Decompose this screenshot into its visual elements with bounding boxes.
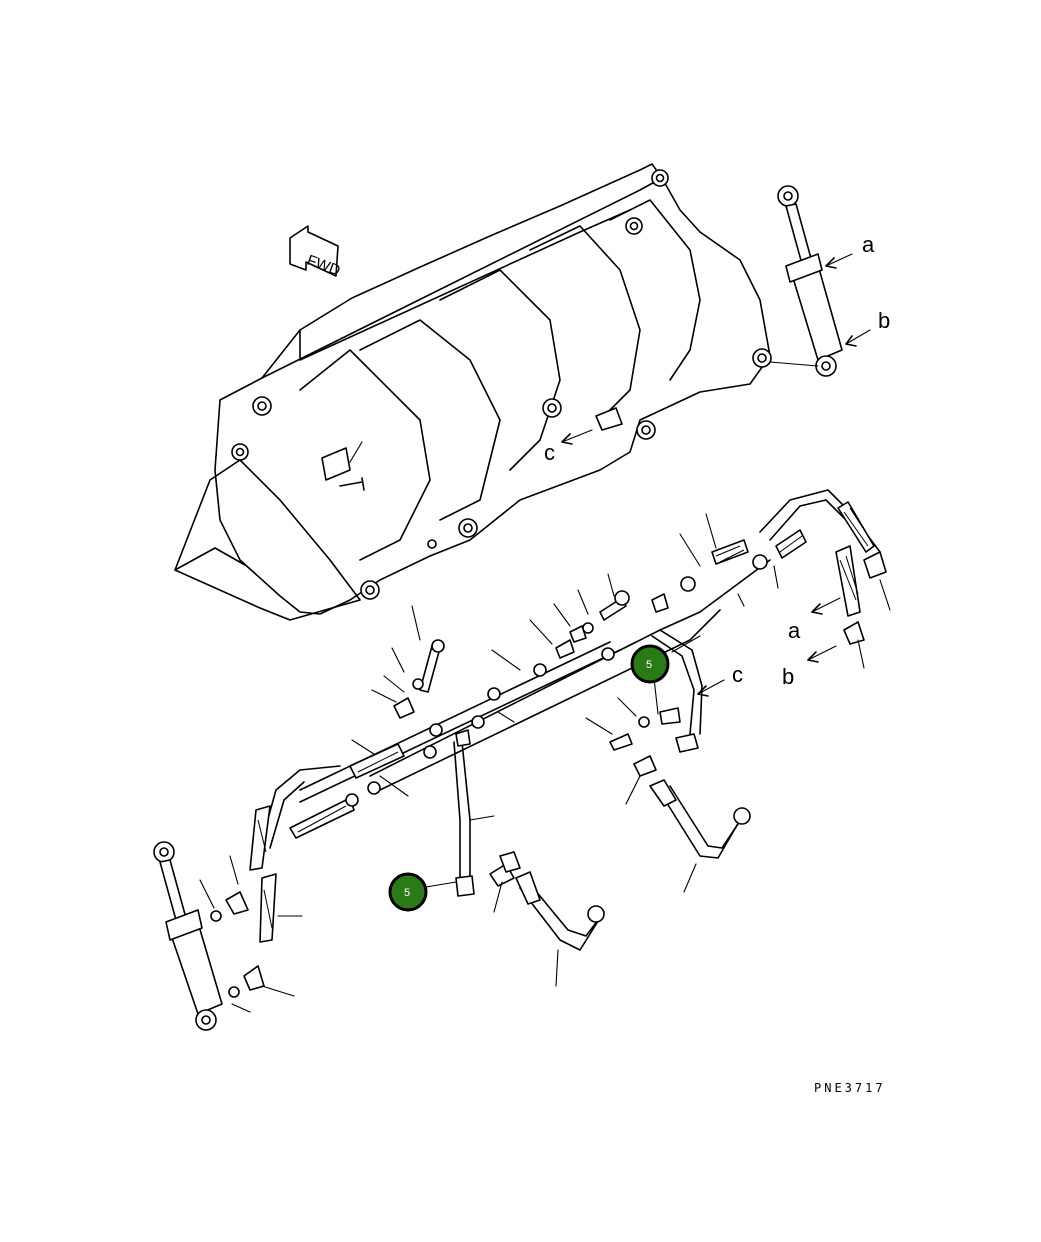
label-c-bucket: c	[544, 440, 555, 465]
label-b-top: b	[878, 308, 890, 333]
label-b-right: b	[782, 664, 794, 689]
callout-badge[interactable]	[630, 644, 670, 684]
label-a-top: a	[862, 232, 875, 257]
callout-badge[interactable]	[388, 872, 428, 912]
bucket-assembly	[174, 163, 772, 621]
drawing-code: PNE3717	[814, 1081, 886, 1095]
callout-number: 5	[646, 659, 652, 671]
left-hydraulic-cylinder	[153, 841, 223, 1031]
right-hydraulic-cylinder	[769, 185, 843, 377]
leader-lines	[199, 253, 891, 1013]
fwd-direction-marker: FWD	[289, 225, 343, 279]
callout-5-upper[interactable]: 5	[630, 644, 670, 684]
fittings-hardware	[210, 551, 887, 998]
hydraulic-piping	[249, 489, 881, 951]
callout-number: 5	[404, 887, 410, 899]
label-a-right: a	[788, 618, 801, 643]
callout-5-lower[interactable]: 5	[388, 872, 428, 912]
label-c-mid: c	[732, 662, 743, 687]
